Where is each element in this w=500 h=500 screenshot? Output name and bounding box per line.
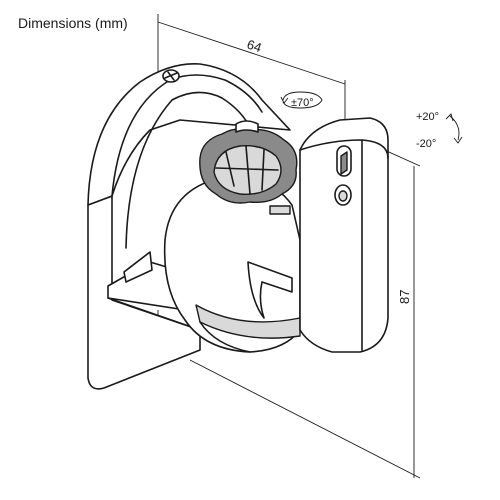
ball-joint [163,176,301,353]
speaker-plate [299,117,389,353]
tilt-up-label: +20° [416,111,439,123]
width-dimension-label: 64 [245,37,263,56]
tilt-arrow-icon [445,113,463,144]
swivel-indicator [280,91,323,109]
swivel-angle-label: ±70° [291,97,314,109]
wall-plate [87,63,291,390]
adjustment-knob [199,120,298,215]
diagram-title: Dimensions (mm) [18,15,128,31]
tilt-down-label: -20° [416,138,436,150]
height-dimension-label: 87 [397,290,412,304]
